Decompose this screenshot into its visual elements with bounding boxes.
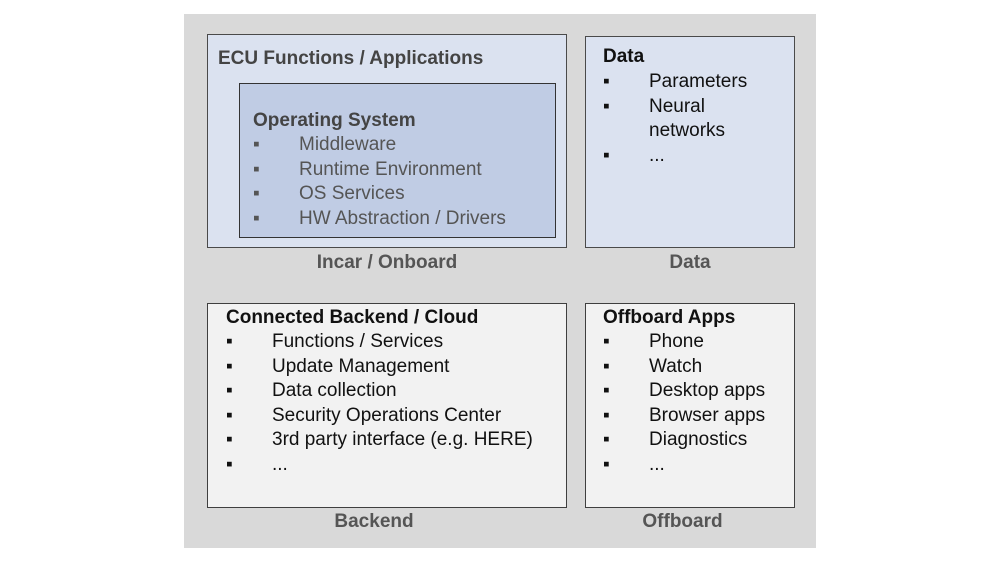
list-item-text: Data collection: [272, 380, 397, 402]
bullet-icon: ▪: [603, 95, 610, 117]
bullet-icon: ▪: [603, 404, 610, 426]
bullet-icon: ▪: [603, 71, 610, 92]
bullet-icon: ▪: [603, 355, 610, 377]
bullet-icon: ▪: [603, 429, 610, 451]
list-item-text: Watch: [649, 355, 703, 377]
list-item-text: Parameters: [649, 71, 748, 92]
ecu-functions-title: ECU Functions / Applications: [218, 48, 484, 69]
incar-caption: Incar / Onboard: [316, 252, 458, 273]
list-item: ▪ Watch: [603, 355, 765, 380]
backend-box: [207, 303, 567, 508]
list-item: ▪ Runtime Environment: [253, 158, 506, 183]
list-item: ▪ Update Management: [226, 355, 533, 380]
list-item-text: networks: [649, 120, 726, 142]
list-item: ▪ Desktop apps: [603, 379, 765, 404]
list-item-text: Neural: [649, 95, 705, 117]
list-item-text: ...: [649, 144, 665, 166]
list-item: ▪...: [226, 453, 533, 478]
list-item: ▪ Browser apps: [603, 404, 765, 429]
list-item: ▪ HW Abstraction / Drivers: [253, 207, 506, 232]
bullet-icon: ▪: [253, 134, 260, 155]
bullet-icon: ▪: [226, 331, 233, 352]
list-item-text: HW Abstraction / Drivers: [299, 207, 506, 229]
list-item-text: OS Services: [299, 183, 405, 205]
list-item: ▪ Neural networks: [603, 95, 747, 144]
offboard-title: Offboard Apps: [603, 307, 736, 328]
list-item-text: 3rd party interface (e.g. HERE): [272, 429, 533, 451]
list-item: ▪ Phone: [603, 330, 765, 355]
list-item-text: Runtime Environment: [299, 158, 482, 180]
bullet-icon: ▪: [226, 404, 233, 426]
list-item-text: Security Operations Center: [272, 404, 502, 426]
list-item: ▪ Functions / Services: [226, 330, 533, 355]
bullet-icon: ▪: [226, 453, 233, 475]
bullet-icon: ▪: [603, 144, 610, 166]
backend-list: ▪Functions / Services▪Update Management▪…: [226, 330, 533, 478]
bullet-icon: ▪: [603, 380, 610, 402]
list-item: ▪ Data collection: [226, 379, 533, 404]
bullet-icon: ▪: [226, 429, 233, 451]
list-item-text: Diagnostics: [649, 429, 748, 451]
list-item-text: ...: [649, 453, 665, 475]
offboard-caption: Offboard: [642, 511, 723, 532]
operating-system-box: [239, 83, 556, 238]
data-caption: Data: [669, 252, 711, 273]
bullet-icon: ▪: [603, 331, 610, 352]
list-item: ▪ Security Operations Center: [226, 404, 533, 429]
list-item-text: Middleware: [299, 134, 397, 155]
list-item: ▪...: [603, 144, 747, 169]
backend-caption: Backend: [334, 511, 414, 532]
list-item: ▪ Diagnostics: [603, 428, 765, 453]
list-item-text: ...: [272, 453, 288, 475]
data-box: [585, 36, 795, 248]
offboard-box: [585, 303, 795, 508]
bullet-icon: ▪: [603, 453, 610, 475]
bullet-icon: ▪: [253, 183, 260, 205]
operating-system-title: Operating System: [253, 110, 416, 131]
list-item-text: Desktop apps: [649, 380, 766, 402]
list-item-text: Browser apps: [649, 404, 766, 426]
list-item: ▪ OS Services: [253, 182, 506, 207]
bullet-icon: ▪: [226, 380, 233, 402]
list-item: ▪ 3rd party interface (e.g. HERE): [226, 428, 533, 453]
operating-system-list: ▪ Middleware ▪ Runtime Environment ▪ OS Servi…: [253, 133, 506, 231]
list-item-text: Phone: [649, 331, 704, 352]
list-item: ▪ Middleware: [253, 133, 506, 158]
offboard-list: ▪ Phone ▪ Watch ▪ Desktop apps ▪ Browser apps ▪ D…: [603, 330, 765, 478]
list-item: ▪...: [603, 453, 765, 478]
list-item-text: Update Management: [272, 355, 450, 377]
list-item: ▪ Parameters: [603, 70, 747, 95]
bullet-icon: ▪: [253, 158, 260, 180]
list-item-text: Functions / Services: [272, 331, 444, 352]
backend-title: Connected Backend / Cloud: [226, 307, 479, 328]
bullet-icon: ▪: [253, 207, 260, 229]
data-title: Data: [603, 46, 645, 67]
bullet-icon: ▪: [226, 355, 233, 377]
